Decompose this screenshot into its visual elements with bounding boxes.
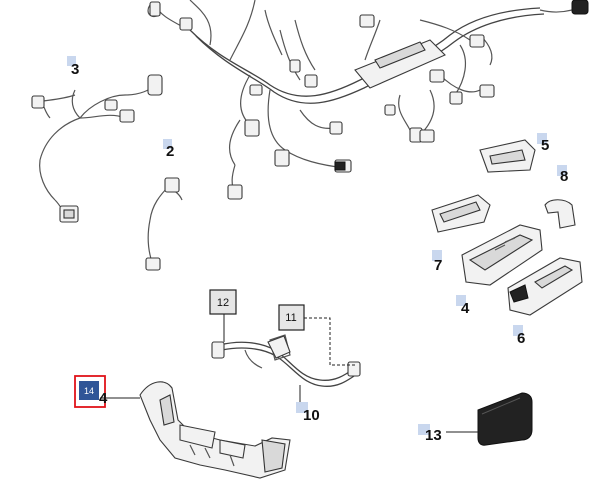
callout-14-frame (74, 375, 106, 408)
callout-11-frame (278, 304, 305, 331)
callout-4-right-label: 4 (461, 300, 470, 317)
callout-2-tag (163, 139, 172, 149)
callout-6-tag (513, 325, 523, 336)
part-6-cover (507, 257, 583, 316)
main-wiring-harness (147, 0, 589, 200)
callout-10[interactable]: 10 (296, 402, 320, 424)
callout-3[interactable]: 3 (67, 56, 79, 78)
part-8-clip (544, 199, 576, 229)
callout-3-label: 3 (71, 61, 79, 78)
callout-11[interactable]: 11 (278, 304, 305, 331)
callout-5-tag (537, 133, 547, 144)
callout-8-tag (557, 165, 567, 176)
callout-13-label: 13 (425, 427, 442, 444)
callout-7-label: 7 (434, 257, 442, 274)
callout-8-label: 8 (560, 168, 568, 185)
callout-2-label: 2 (166, 143, 174, 160)
part-2-harness (145, 177, 183, 271)
callout-5-label: 5 (541, 137, 549, 154)
callout-13[interactable]: 13 (418, 424, 442, 444)
callout-11-label: 11 (285, 312, 296, 324)
callout-6[interactable]: 6 (513, 325, 525, 347)
callout-4-right[interactable]: 4 (456, 295, 470, 317)
callout-12-frame (209, 289, 237, 315)
callout-12-label: 12 (217, 297, 229, 309)
leader-lines (100, 314, 478, 433)
callout-4-left-label: 4 (99, 390, 108, 407)
callout-10-tag (296, 402, 308, 413)
callout-14-selected[interactable]: 14 4 (74, 375, 108, 408)
part-5-bracket (479, 139, 536, 173)
part-10-harness (211, 334, 361, 387)
callout-5[interactable]: 5 (537, 133, 549, 154)
part-7-bracket (431, 194, 491, 233)
callout-14-badge (79, 381, 99, 400)
callout-4-right-tag (456, 295, 466, 306)
part-13-shield (477, 392, 533, 446)
part-4-cover-right (461, 224, 543, 286)
callout-6-label: 6 (517, 330, 525, 347)
callout-14-label: 14 (84, 386, 94, 396)
callout-2[interactable]: 2 (163, 139, 174, 160)
callout-13-tag (418, 424, 430, 435)
callout-8[interactable]: 8 (557, 165, 568, 185)
callout-12[interactable]: 12 (209, 289, 237, 315)
callout-7[interactable]: 7 (432, 250, 442, 274)
callout-10-label: 10 (303, 407, 320, 424)
callout-7-tag (432, 250, 442, 261)
part-14-cover (139, 381, 291, 479)
part-3-harness (31, 74, 163, 223)
callout-3-tag (67, 56, 76, 66)
